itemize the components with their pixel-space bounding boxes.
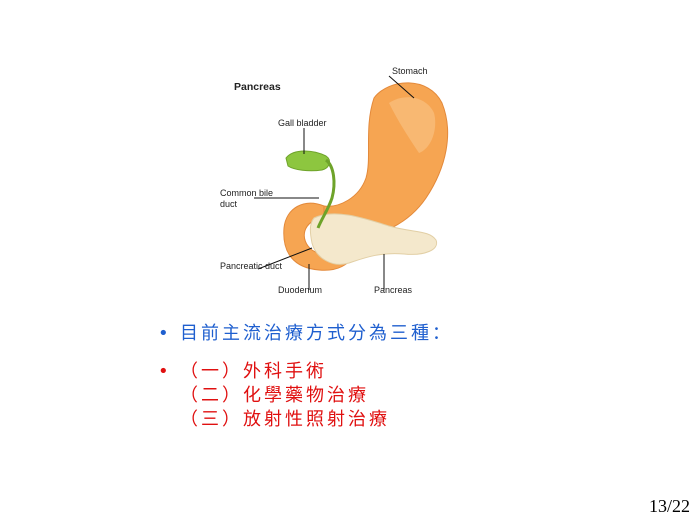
label-stomach: Stomach: [392, 66, 428, 76]
label-common-bile-line1: Common bile: [220, 188, 274, 198]
bullet-main-text: 目前主流治療方式分為三種：: [180, 323, 453, 344]
treatment-text-2: （二）化學藥物治療: [180, 385, 369, 406]
treatment-text-3: （三）放射性照射治療: [180, 409, 390, 430]
stomach-highlight: [389, 97, 436, 153]
label-pancreas: Pancreas: [374, 285, 413, 295]
label-duodenum: Duodenum: [278, 285, 323, 295]
common-bile-duct-shape: [316, 158, 336, 229]
duodenum-shape: [283, 202, 356, 271]
treatment-item-2: （二）化學藥物治療: [158, 384, 453, 408]
bullet-marker: •: [158, 323, 169, 344]
label-pancreatic-duct: Pancreatic duct: [220, 261, 283, 271]
pancreas-illustration: [254, 75, 449, 290]
pancreas-shape: [309, 213, 438, 265]
treatment-text-1: （一）外科手術: [180, 361, 327, 382]
gallbladder-shape: [285, 150, 330, 172]
treatment-item-1: • （一）外科手術: [158, 360, 453, 384]
bullet-list: • 目前主流治療方式分為三種： • （一）外科手術 （二）化學藥物治療 （三）放射性…: [158, 322, 453, 432]
page-number: 13/22: [648, 496, 690, 516]
bullet-main: • 目前主流治療方式分為三種：: [158, 322, 453, 346]
figure-title: Pancreas: [234, 81, 281, 93]
bullet-marker: •: [158, 361, 169, 382]
label-gall-bladder: Gall bladder: [278, 118, 327, 128]
anatomy-figure: Pancreas Stomach Gall bladder Common bil…: [214, 58, 454, 308]
treatment-item-3: （三）放射性照射治療: [158, 408, 453, 432]
label-common-bile-line2: duct: [220, 199, 238, 209]
